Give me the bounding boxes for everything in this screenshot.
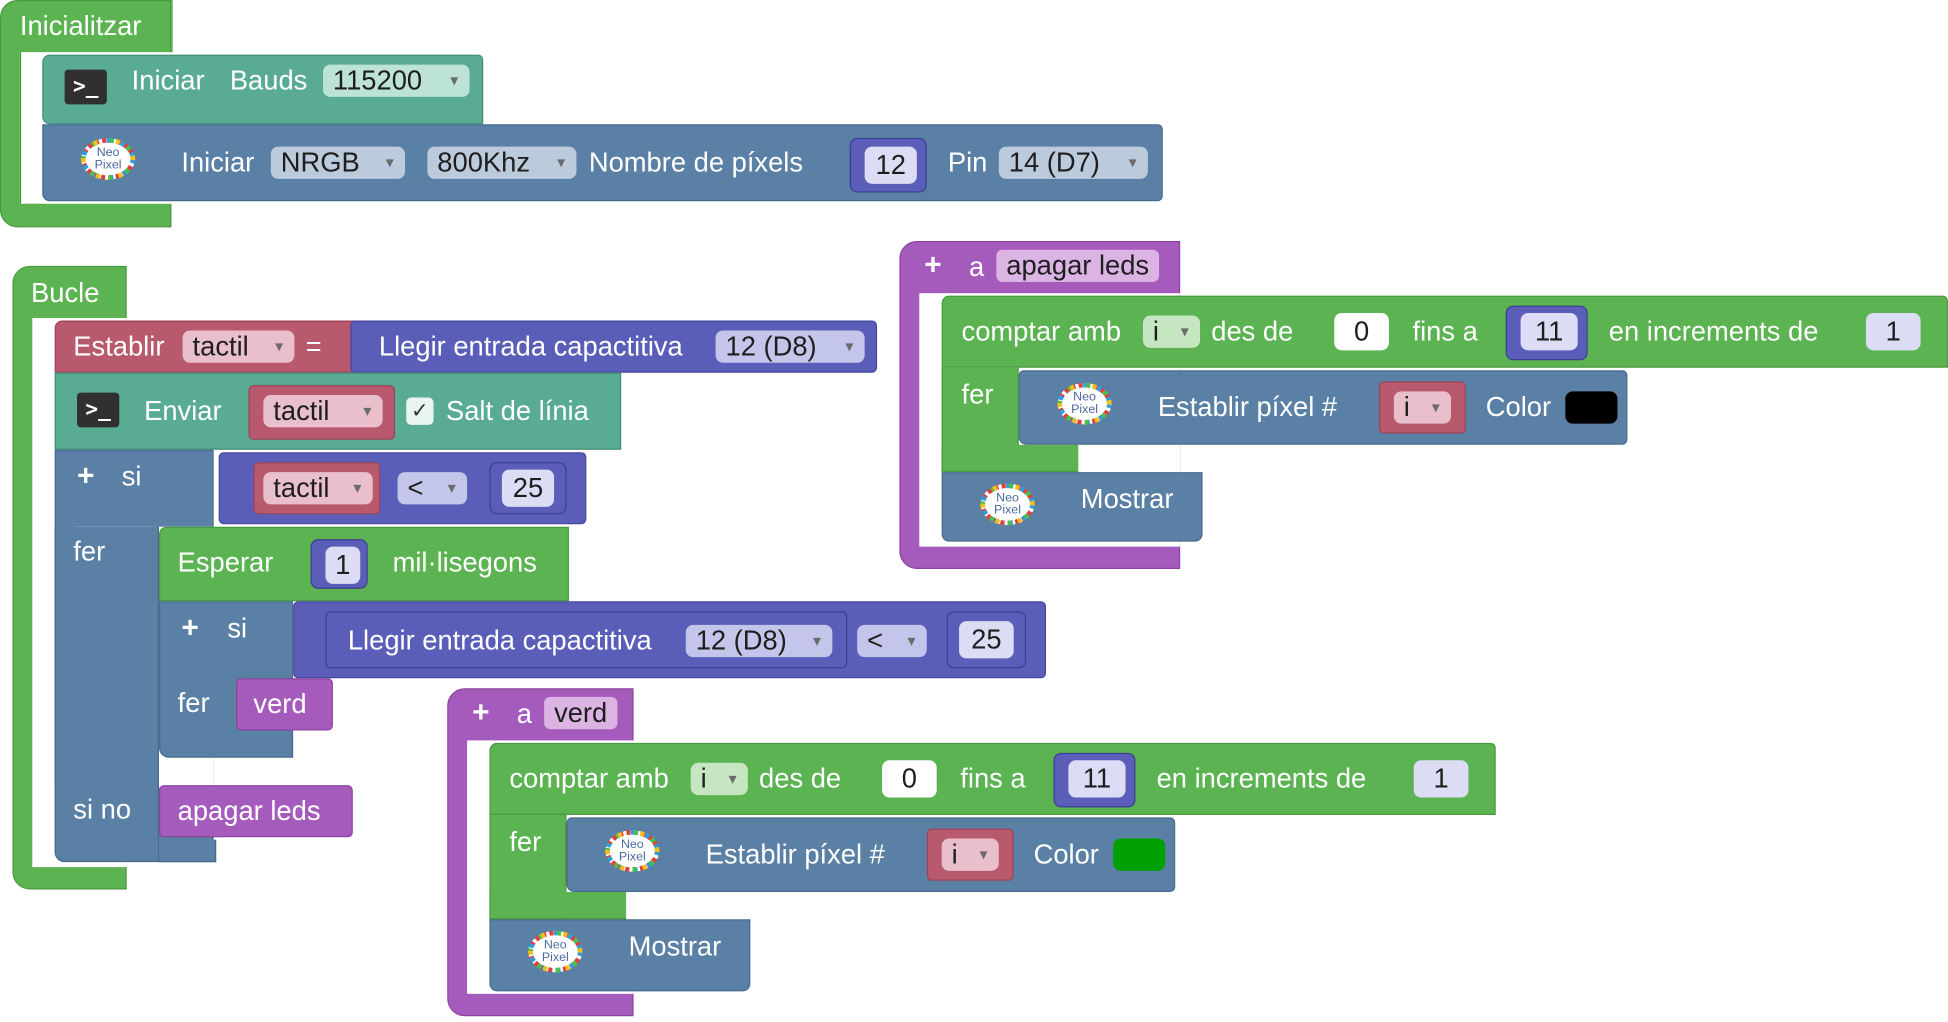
call-verd-label: verd: [253, 688, 307, 720]
to-label: fins a: [960, 762, 1026, 794]
init-title: Inicialitzar: [19, 9, 142, 41]
neopixel-begin-block[interactable]: [42, 124, 1163, 202]
call-verd-block[interactable]: [236, 678, 333, 731]
count-with-label: comptar amb: [961, 315, 1122, 347]
to-input[interactable]: 11: [1520, 313, 1578, 351]
bauds-dropdown[interactable]: 115200: [322, 64, 470, 97]
to-label: fins a: [1412, 315, 1478, 347]
color-label: Color: [1033, 838, 1099, 870]
terminal-icon: >_: [77, 392, 120, 428]
loop-title: Bucle: [31, 277, 100, 309]
do-label: fer: [509, 826, 542, 858]
pixel-text: Pixel: [994, 503, 1021, 517]
equals-label: =: [305, 330, 322, 362]
func-off-to: a: [968, 250, 985, 283]
cap-pin2-dropdown[interactable]: 12 (D8): [685, 624, 833, 658]
plus-icon[interactable]: +: [472, 695, 490, 730]
from-label: des de: [1211, 315, 1294, 347]
pixel-text: Pixel: [1071, 402, 1098, 416]
show-label: Mostrar: [628, 930, 722, 962]
pixel-text: Pixel: [542, 950, 569, 964]
num-pixels-label: Nombre de píxels: [588, 146, 804, 178]
wait-input[interactable]: 1: [325, 546, 361, 584]
if-var-dropdown[interactable]: tactil: [263, 472, 373, 505]
newline-label: Salt de línia: [445, 395, 589, 427]
newline-checkbox[interactable]: ✓: [406, 397, 434, 425]
neo-text: Neo: [996, 490, 1019, 504]
count-with-label: comptar amb: [509, 762, 669, 794]
by-input[interactable]: 1: [1413, 760, 1469, 798]
wait-label: Esperar: [177, 546, 274, 578]
plus-icon[interactable]: +: [924, 248, 942, 283]
set-pixel-green-block[interactable]: [566, 817, 1176, 892]
read-cap2-label: Llegir entrada capactitiva: [347, 624, 652, 656]
count-var-dropdown[interactable]: i: [690, 762, 748, 796]
show-label: Mostrar: [1080, 483, 1174, 515]
plus-icon[interactable]: +: [77, 459, 95, 494]
read-cap-label: Llegir entrada capactitiva: [378, 330, 683, 362]
set-pixel-label: Establir píxel #: [1157, 391, 1338, 423]
wait-unit: mil·lisegons: [392, 546, 537, 578]
read-capacitive-block[interactable]: [350, 320, 878, 373]
call-off-label: apagar leds: [177, 795, 321, 827]
func-off-name[interactable]: apagar leds: [996, 249, 1160, 283]
for-loop-green[interactable]: [489, 742, 1496, 815]
set-label: Establir: [73, 330, 165, 362]
mode-dropdown[interactable]: NRGB: [270, 146, 405, 179]
color-swatch-black[interactable]: [1565, 391, 1618, 424]
do-label: fer: [961, 378, 994, 410]
from-input[interactable]: 0: [882, 760, 937, 798]
freq-dropdown[interactable]: 800Khz: [427, 146, 577, 179]
neopixel-start-label: Iniciar: [181, 146, 255, 178]
operator-dropdown[interactable]: <: [397, 472, 468, 505]
send-var-dropdown[interactable]: tactil: [263, 395, 383, 428]
threshold-input[interactable]: 25: [501, 469, 555, 507]
set-var-dropdown[interactable]: tactil: [182, 330, 295, 363]
cap-pin-dropdown[interactable]: 12 (D8): [715, 330, 865, 363]
func-green-to: a: [516, 698, 533, 730]
if-label: si: [121, 460, 142, 492]
neo-text: Neo: [97, 145, 120, 159]
for-loop-off[interactable]: [941, 295, 1948, 368]
to-input[interactable]: 11: [1068, 760, 1126, 798]
if2-label: si: [227, 612, 248, 644]
by-label: en increments de: [1156, 762, 1367, 794]
pixel-text: Pixel: [619, 849, 646, 863]
from-label: des de: [759, 762, 842, 794]
pixel-var-dropdown[interactable]: i: [941, 838, 999, 871]
set-pixel-off-block[interactable]: [1018, 370, 1628, 445]
call-off-block[interactable]: [159, 785, 353, 838]
color-label: Color: [1485, 391, 1552, 423]
by-input[interactable]: 1: [1865, 313, 1921, 351]
else-label: si no: [73, 793, 132, 825]
neo-text: Neo: [544, 937, 567, 951]
set-pixel-label: Establir píxel #: [705, 838, 885, 870]
func-green-name[interactable]: verd: [544, 696, 618, 730]
neo-text: Neo: [621, 837, 644, 851]
serial-start-label: Iniciar: [131, 64, 205, 96]
operator2-dropdown[interactable]: <: [857, 624, 927, 658]
count-var-dropdown[interactable]: i: [1142, 315, 1201, 348]
num-pixels-input[interactable]: 12: [864, 146, 917, 184]
do2-label: fer: [177, 686, 210, 719]
from-input[interactable]: 0: [1334, 313, 1389, 351]
bauds-label: Bauds: [229, 64, 308, 96]
neopixel-ring-icon: Neo Pixel: [77, 134, 139, 184]
by-label: en increments de: [1608, 315, 1819, 347]
neopixel-ring-icon: Neo Pixel: [1053, 379, 1115, 429]
color-swatch-green[interactable]: [1113, 838, 1166, 871]
pixel-text: Pixel: [95, 157, 122, 171]
neopixel-ring-icon: Neo Pixel: [976, 480, 1038, 530]
neo-text: Neo: [1073, 390, 1096, 404]
threshold2-input[interactable]: 25: [959, 621, 1014, 659]
pin-dropdown[interactable]: 14 (D7): [998, 146, 1148, 179]
plus-icon[interactable]: +: [181, 611, 199, 645]
pixel-var-dropdown[interactable]: i: [1393, 391, 1452, 424]
terminal-icon: >_: [64, 69, 107, 105]
pin-label: Pin: [947, 146, 988, 178]
send-label: Enviar: [144, 395, 222, 427]
do-label: fer: [73, 535, 106, 567]
neopixel-ring-icon: Neo Pixel: [601, 826, 663, 876]
neopixel-ring-icon: Neo Pixel: [524, 927, 586, 977]
